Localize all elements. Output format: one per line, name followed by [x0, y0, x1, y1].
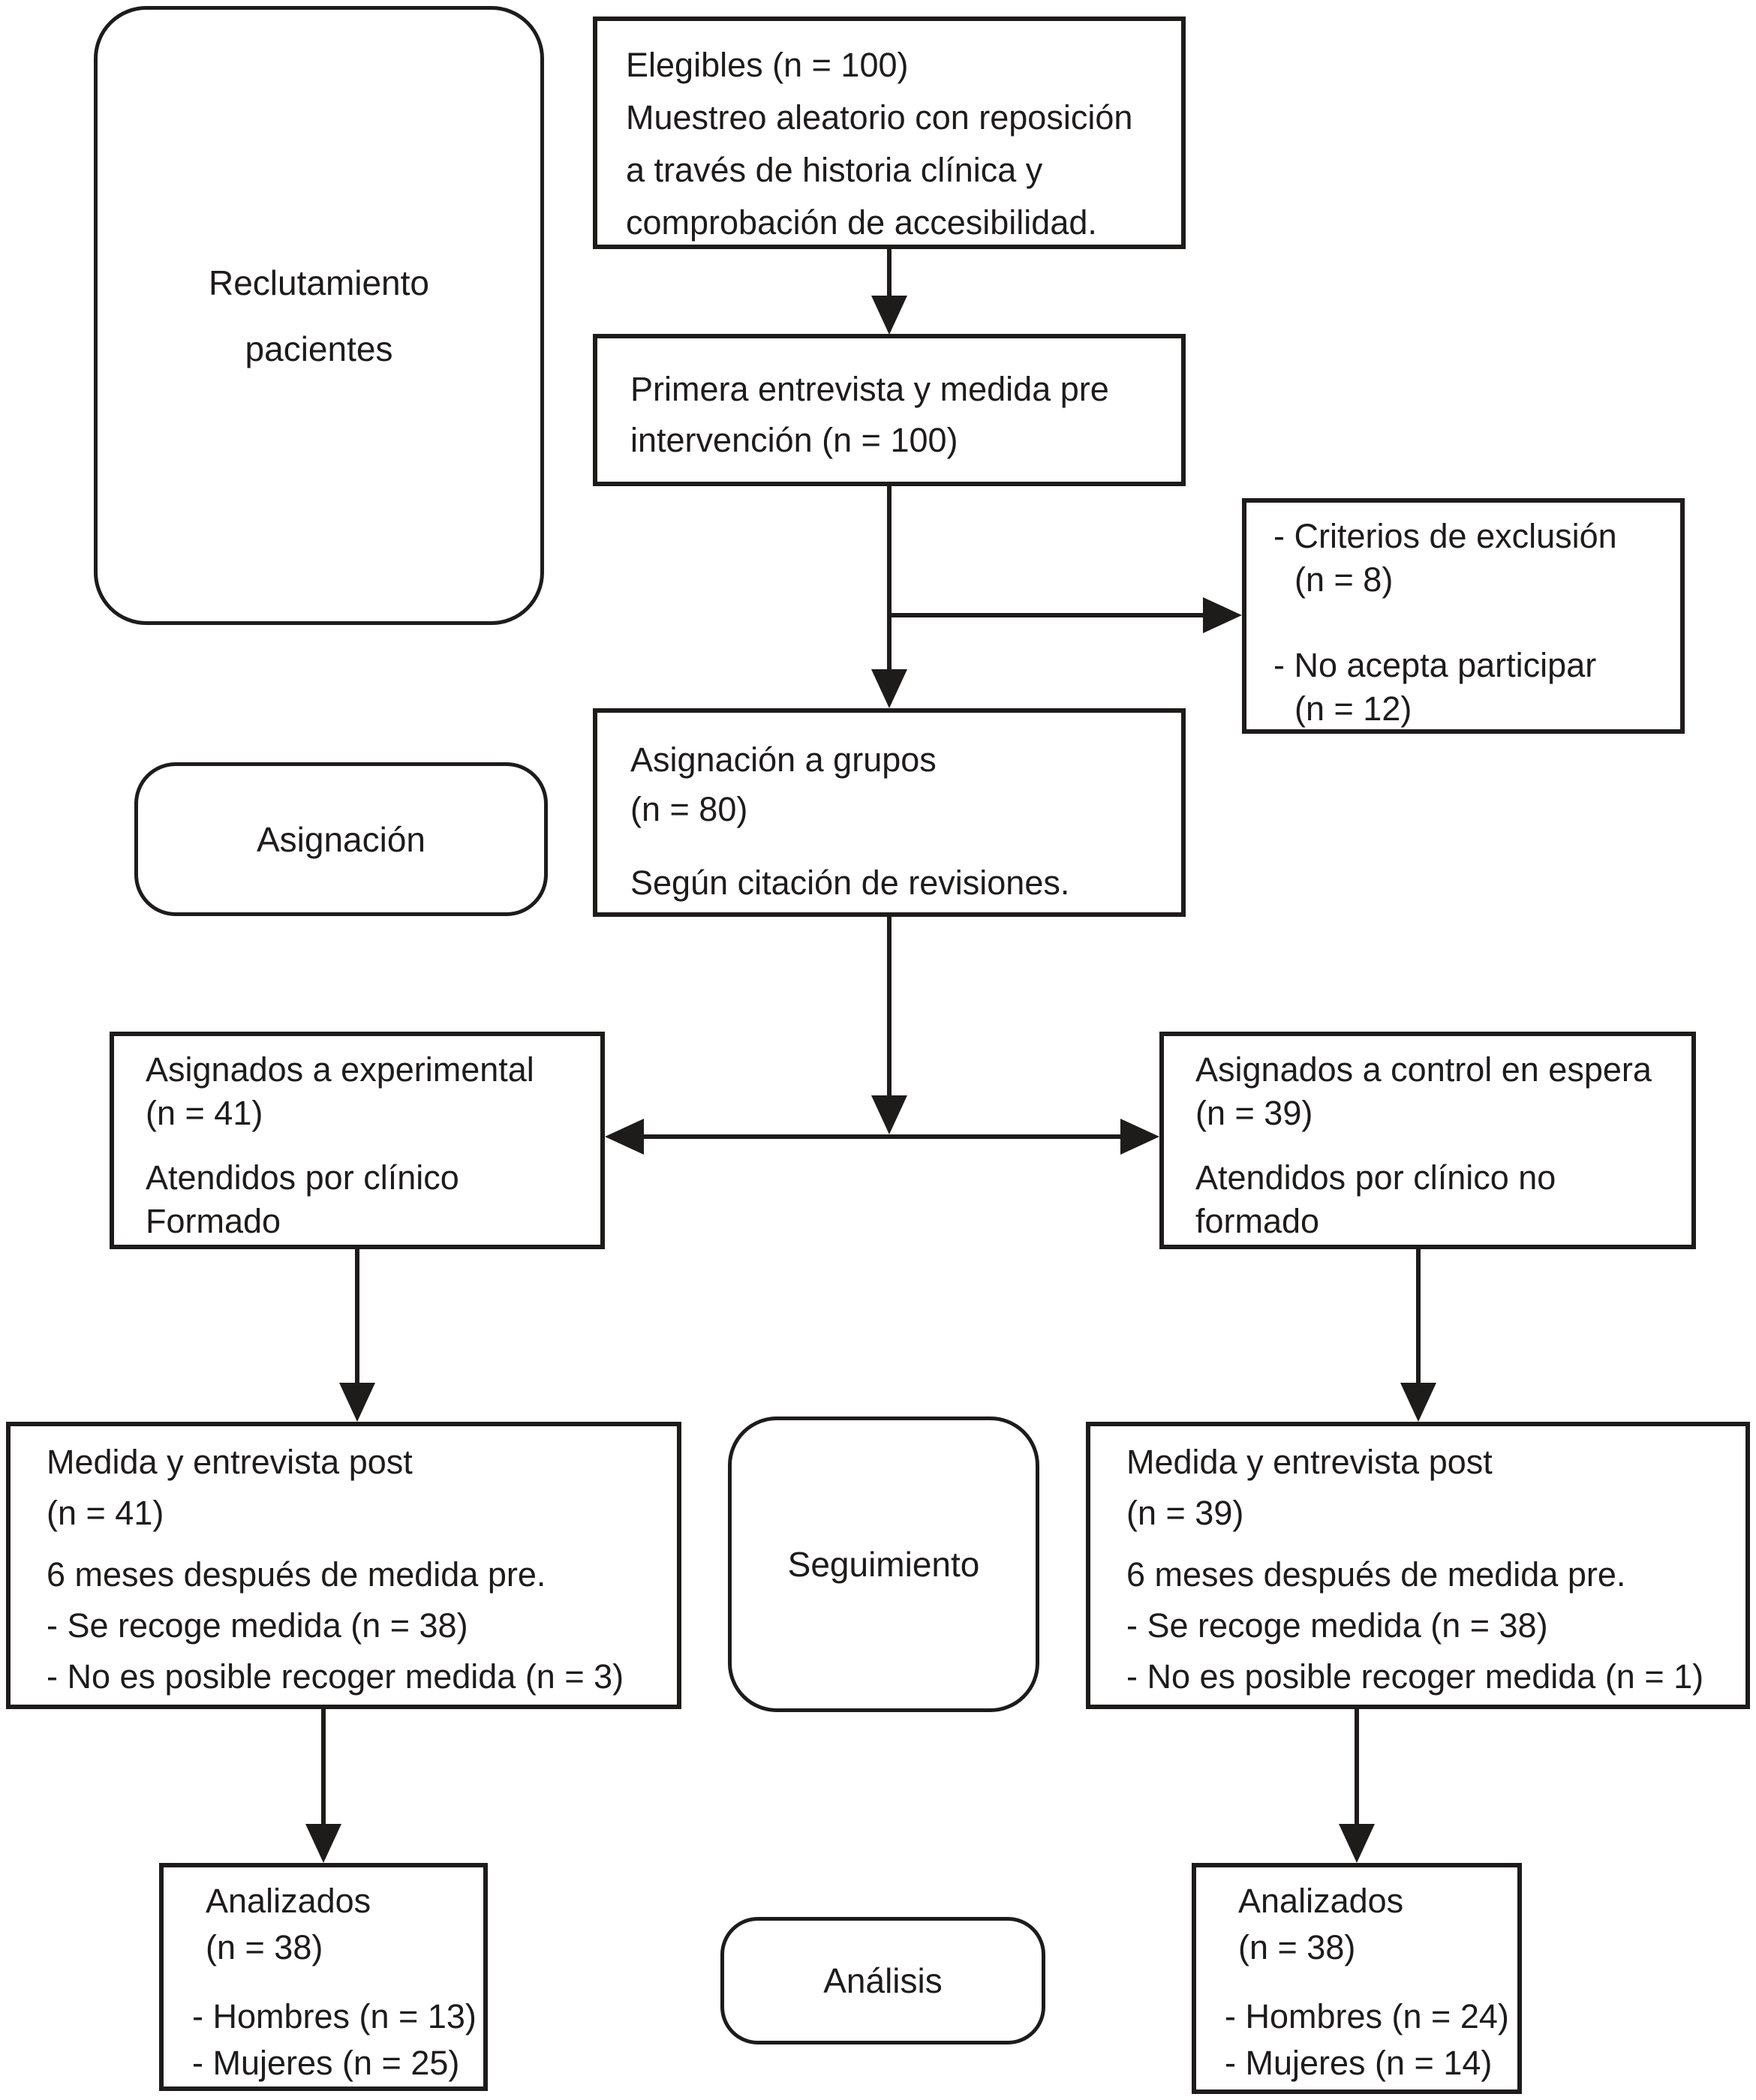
connector-experimental-to-post	[355, 1249, 359, 1384]
box-text-line: Muestreo aleatorio con reposición	[626, 98, 1133, 137]
connector-post-to-analyzed-exp	[321, 1709, 326, 1825]
arrow-down-icon	[871, 669, 907, 708]
box-text-line: Analizados	[206, 1882, 371, 1920]
phase-label-assignment: Asignación	[134, 762, 548, 916]
experimental-group-box: Asignados a experimental (n = 41) Atendi…	[110, 1032, 605, 1249]
arrow-down-icon	[1339, 1824, 1375, 1863]
box-text-line: Analizados	[1238, 1882, 1404, 1920]
box-text-line: (n = 38)	[206, 1928, 323, 1966]
box-text-line: (n = 41)	[146, 1094, 263, 1132]
arrow-left-icon	[605, 1119, 644, 1155]
eligibles-box: Elegibles (n = 100) Muestreo aleatorio c…	[593, 17, 1186, 249]
box-text-line: - Se recoge medida (n = 38)	[1126, 1606, 1548, 1645]
box-text-line: intervención (n = 100)	[630, 421, 958, 459]
box-text-line: - Criterios de exclusión	[1273, 517, 1617, 555]
phase-label-text: Análisis	[823, 1961, 943, 2000]
box-text-line: Elegibles (n = 100)	[626, 46, 909, 84]
phase-label-text: pacientes	[245, 329, 393, 368]
box-text-line: - Se recoge medida (n = 38)	[47, 1606, 468, 1645]
post-measure-experimental-box: Medida y entrevista post (n = 41) 6 mese…	[6, 1422, 681, 1709]
box-text-line: Medida y entrevista post	[47, 1443, 413, 1481]
connector-eligibles-to-interview	[887, 249, 892, 297]
box-text-line: (n = 8)	[1294, 560, 1394, 599]
box-text-line: Formado	[146, 1202, 281, 1240]
phase-label-text: Reclutamiento	[208, 263, 430, 302]
analyzed-experimental-box: Analizados (n = 38) - Hombres (n = 13) -…	[159, 1863, 488, 2091]
box-text-line: - No es posible recoger medida (n = 1)	[1126, 1657, 1704, 1696]
arrow-down-icon	[871, 296, 907, 335]
connector-group-to-split	[887, 917, 892, 1097]
box-text-line: - No acepta participar	[1273, 646, 1597, 684]
box-text-line: (n = 39)	[1195, 1094, 1313, 1132]
connector-split-horizontal	[642, 1134, 1122, 1139]
box-text-line: formado	[1195, 1202, 1320, 1240]
box-text-line: Primera entrevista y medida pre	[630, 370, 1109, 408]
connector-control-to-post	[1416, 1249, 1421, 1384]
exclusion-box: - Criterios de exclusión (n = 8) - No ac…	[1242, 498, 1685, 734]
box-text-line: Asignación a grupos	[630, 741, 937, 779]
phase-label-text: Seguimiento	[787, 1545, 980, 1584]
box-text-line: Atendidos por clínico no	[1195, 1158, 1556, 1197]
analyzed-control-box: Analizados (n = 38) - Hombres (n = 24) -…	[1192, 1863, 1522, 2094]
box-text-line: (n = 38)	[1238, 1928, 1356, 1966]
arrow-down-icon	[871, 1095, 907, 1134]
arrow-right-icon	[1120, 1119, 1159, 1155]
group-assignment-box: Asignación a grupos (n = 80) Según citac…	[593, 708, 1186, 917]
arrow-down-icon	[339, 1383, 375, 1422]
arrow-down-icon	[1400, 1383, 1436, 1422]
box-text-line: Según citación de revisiones.	[630, 864, 1070, 902]
phase-label-followup: Seguimiento	[728, 1417, 1039, 1712]
phase-label-recruitment: Reclutamiento pacientes	[94, 6, 544, 625]
box-text-line: - Hombres (n = 24)	[1225, 1997, 1509, 2035]
arrow-right-icon	[1203, 597, 1242, 633]
box-text-line: Medida y entrevista post	[1126, 1443, 1493, 1481]
control-group-box: Asignados a control en espera (n = 39) A…	[1159, 1032, 1696, 1249]
box-text-line: Asignados a control en espera	[1195, 1050, 1652, 1089]
box-text-line: - No es posible recoger medida (n = 3)	[47, 1657, 624, 1696]
box-text-line: Atendidos por clínico	[146, 1158, 459, 1197]
post-measure-control-box: Medida y entrevista post (n = 39) 6 mese…	[1086, 1422, 1750, 1709]
arrow-down-icon	[305, 1824, 341, 1863]
connector-interview-to-group	[887, 486, 892, 671]
box-text-line: (n = 39)	[1126, 1494, 1244, 1532]
first-interview-box: Primera entrevista y medida pre interven…	[593, 334, 1186, 486]
box-text-line: - Hombres (n = 13)	[192, 1997, 477, 2035]
box-text-line: Asignados a experimental	[146, 1050, 534, 1089]
box-text-line: 6 meses después de medida pre.	[47, 1555, 546, 1594]
phase-label-text: Asignación	[256, 819, 426, 859]
connector-post-to-analyzed-ctrl	[1355, 1709, 1359, 1825]
box-text-line: comprobación de accesibilidad.	[626, 203, 1097, 242]
box-text-line: - Mujeres (n = 25)	[192, 2044, 460, 2082]
box-text-line: a través de historia clínica y	[626, 151, 1043, 189]
phase-label-analysis: Análisis	[720, 1917, 1045, 2044]
box-text-line: - Mujeres (n = 14)	[1225, 2044, 1493, 2082]
connector-to-exclusion	[887, 613, 1206, 617]
box-text-line: 6 meses después de medida pre.	[1126, 1555, 1626, 1594]
box-text-line: (n = 80)	[630, 790, 748, 828]
box-text-line: (n = 12)	[1294, 689, 1412, 728]
box-text-line: (n = 41)	[47, 1494, 164, 1532]
